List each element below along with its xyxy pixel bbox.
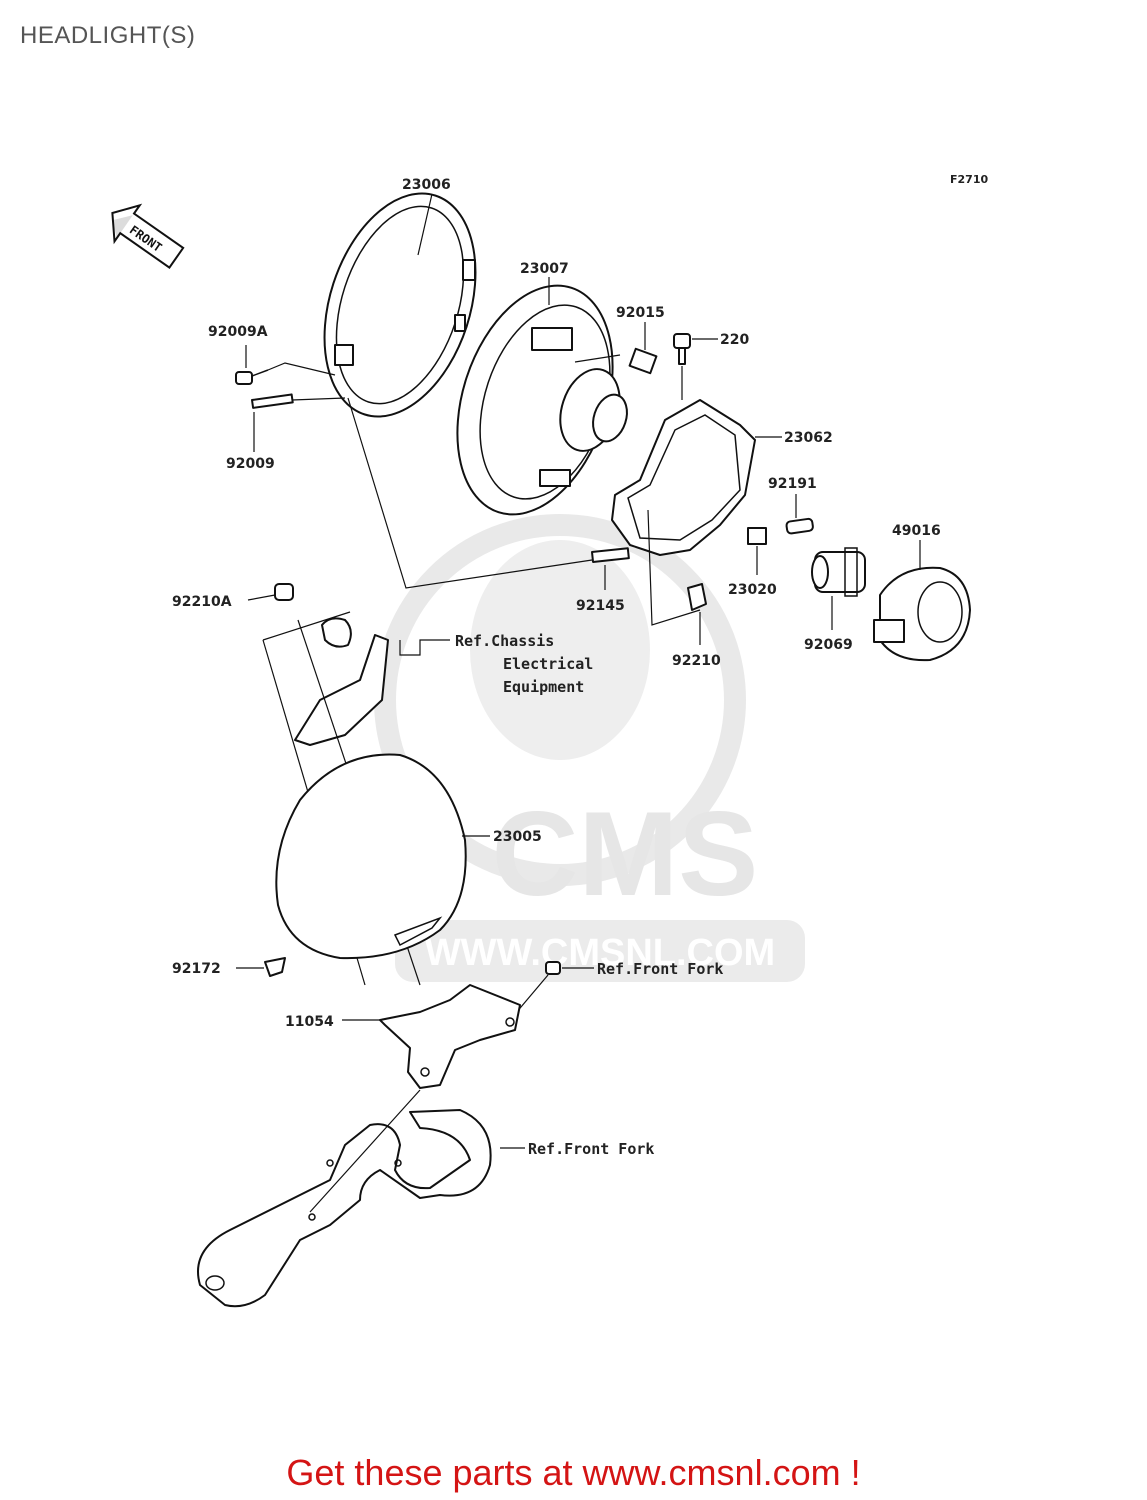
screw-92009a [235,369,269,385]
page-title: HEADLIGHT(S) [20,22,196,49]
screw-92172 [264,957,286,977]
spring-92145 [591,547,630,563]
part-label-92009a: 92009A [208,324,268,340]
windscreen-visor [275,753,467,960]
headlight-bracket [294,617,389,746]
ref-front-fork-upper: Ref.Front Fork [597,960,723,978]
promo-banner[interactable]: Get these parts at www.cmsnl.com ! [286,1452,861,1493]
part-label-92191: 92191 [768,476,817,492]
exploded-parts-diagram: CMS WWW.CMSNL.COM F2710 FRONT 23006 9200… [111,173,988,1308]
screw-220 [673,333,691,365]
part-label-23007: 23007 [520,261,569,277]
cms-watermark: CMS WWW.CMSNL.COM [374,514,805,982]
headlight-rim [323,192,477,418]
part-label-49016: 49016 [892,523,941,539]
part-label-23006: 23006 [402,177,451,193]
front-direction-arrow: FRONT [111,203,185,269]
headlight-unit [456,284,628,516]
mounting-bracket-11054 [379,984,521,1089]
part-label-23020: 23020 [728,582,777,598]
lower-fork-bracket [197,1109,492,1308]
ref-chassis-line1: Ref.Chassis [455,632,554,650]
part-label-92210a: 92210A [172,594,232,610]
part-92210 [687,583,707,611]
part-92191 [785,517,814,535]
headlight-cover [611,399,756,556]
dust-boot-49016 [873,566,971,662]
part-label-92009: 92009 [226,456,275,472]
ref-chassis-line3: Equipment [503,678,584,696]
part-label-23005: 23005 [493,829,542,845]
screw-front-fork [545,961,561,975]
part-label-92069: 92069 [804,637,853,653]
part-label-23062: 23062 [784,430,833,446]
bolt-92009 [251,393,294,409]
nut-92210a [274,583,294,601]
ref-front-fork-lower: Ref.Front Fork [528,1140,654,1158]
part-label-92015: 92015 [616,305,665,321]
watermark-url: WWW.CMSNL.COM [425,932,775,974]
figure-code: F2710 [950,173,988,186]
bulb-92069 [811,547,866,597]
part-label-220: 220 [720,332,749,348]
part-label-92172: 92172 [172,961,221,977]
part-23020 [747,527,767,545]
part-label-92145: 92145 [576,598,625,614]
part-label-92210: 92210 [672,653,721,669]
nut-92015 [628,347,658,375]
part-label-11054: 11054 [285,1014,334,1030]
ref-chassis-line2: Electrical [503,655,593,673]
watermark-brand: CMS [492,787,759,921]
